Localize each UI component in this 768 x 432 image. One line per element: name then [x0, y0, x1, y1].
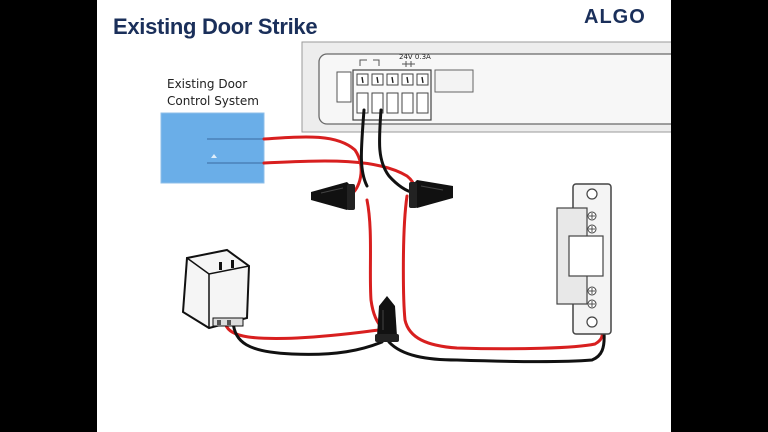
algo-logo: ALGO	[584, 6, 646, 28]
terminal-block-icon	[301, 41, 671, 133]
control-system-label-line1: Existing Door	[167, 77, 248, 91]
wire-nut-icon	[311, 182, 355, 210]
control-system-label-line2: Control System	[167, 94, 259, 108]
wiring-diagram: 24V 0.3A	[160, 41, 671, 363]
control-system-label: Existing Door Control System	[167, 76, 259, 110]
wire-nut-icon	[409, 180, 453, 208]
slide: 24V 0.3A	[97, 0, 671, 432]
control-system-box	[160, 112, 265, 184]
slide-title: Existing Door Strike	[113, 14, 318, 39]
power-adapter-icon	[181, 248, 251, 330]
door-strike-icon	[556, 183, 612, 335]
wire-nut-icon	[375, 296, 399, 342]
terminal-rating-label: 24V 0.3A	[399, 53, 431, 61]
